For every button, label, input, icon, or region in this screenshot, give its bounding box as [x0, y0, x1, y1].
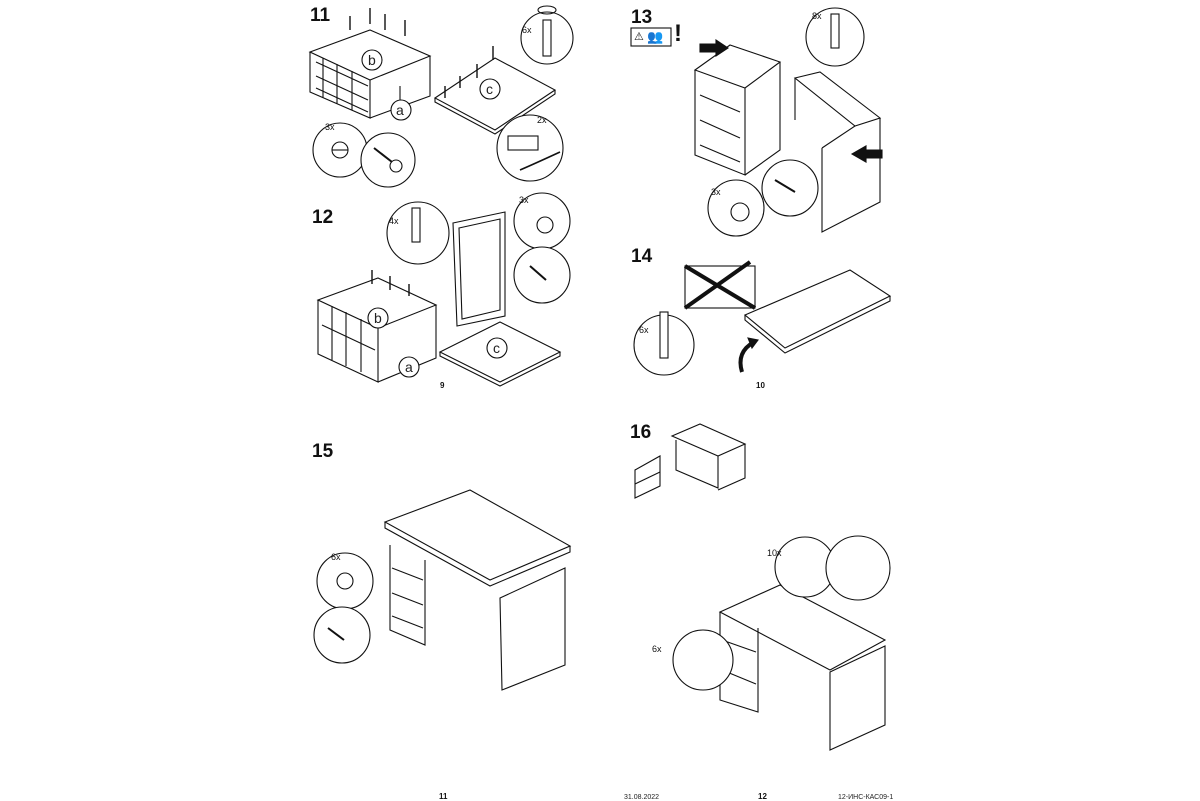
qty-11-6x: 6x [522, 25, 532, 35]
part-label-b: b [368, 52, 376, 68]
carcass-b [308, 29, 432, 119]
qty-12-3x: 3x [519, 195, 529, 205]
footer-date: 31.08.2022 [624, 794, 660, 801]
qty-12-4x: 4x [389, 216, 399, 226]
part-label-c: c [486, 81, 493, 97]
page-number-12: 12 [758, 792, 767, 801]
page-number-11: 11 [439, 792, 448, 801]
step-number-16: 16 [630, 422, 652, 443]
qty-14-6x: 6x [639, 325, 649, 335]
step-number-15: 15 [312, 441, 334, 462]
part-label-c-12: c [493, 340, 500, 356]
qty-11-2x: 2x [537, 115, 547, 125]
page-number-9: 9 [440, 381, 445, 390]
step-16-illustration [634, 423, 891, 751]
step-number-12: 12 [312, 207, 334, 228]
qty-16-6x: 6x [652, 644, 662, 654]
part-label-b-12: b [374, 310, 382, 326]
step-number-13: 13 [631, 7, 653, 28]
footer-doc-code: 12-ИНС-КАС09-1 [838, 794, 894, 801]
exclamation-icon: ! [674, 20, 682, 47]
qty-16-10x: 10x [767, 548, 782, 558]
step-number-11: 11 [310, 5, 331, 26]
qty-11-3x: 3x [325, 122, 335, 132]
warning-triangle-icon: ⚠ [634, 31, 644, 43]
qty-15-6x: 6x [331, 552, 341, 562]
step-14-illustration [633, 260, 892, 376]
part-label-a: a [396, 102, 404, 118]
step-12-illustration [316, 192, 571, 387]
two-persons-icon: 👥 [647, 29, 664, 44]
part-label-a-12: a [405, 359, 413, 375]
step-15-illustration [313, 489, 572, 691]
qty-13-8x: 8x [812, 11, 822, 21]
step-13-illustration [693, 7, 883, 237]
step-number-14: 14 [631, 246, 653, 267]
step-11-illustration [308, 5, 574, 188]
qty-13-3x: 3x [711, 187, 721, 197]
page-number-10: 10 [756, 381, 765, 390]
